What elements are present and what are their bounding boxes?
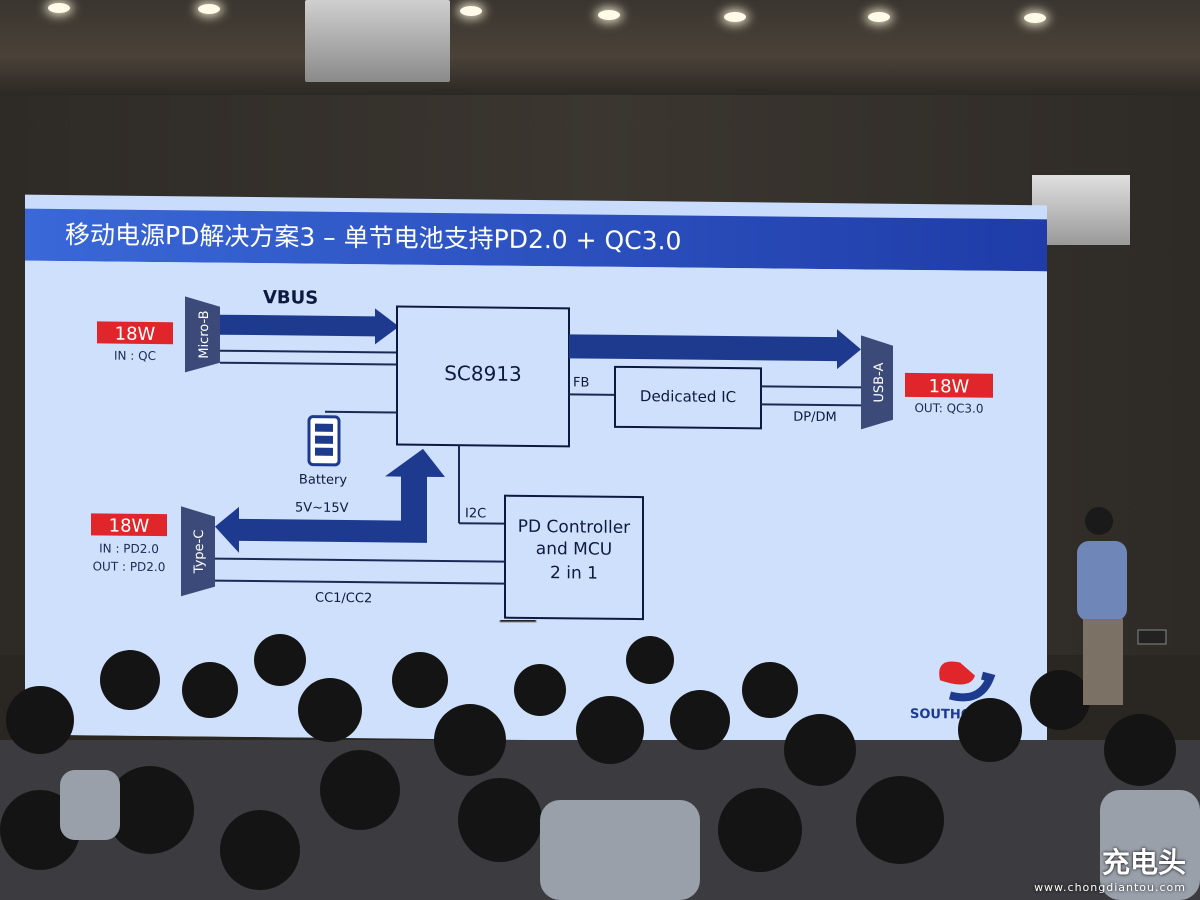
dpdm-label: DP/DM [793,410,836,425]
type-c-power-badge [91,513,167,537]
typec-arrow [215,448,445,553]
ceiling-light [868,12,890,22]
type-c-power: 18W [109,516,150,537]
projection-screen: 移动电源PD解决方案3 – 单节电池支持PD2.0 + QC3.0 Micro-… [25,194,1047,746]
block-diagram: Micro-B 18W IN : QC VBUS SC8913 FB Dedic… [91,287,996,723]
audience-shirts [60,770,1200,900]
pd-controller-line-3: 2 in 1 [550,563,598,584]
fb-label: FB [573,375,589,390]
raised-phone [1137,629,1167,645]
micro-b-line [220,349,397,354]
ceiling [0,0,1200,95]
typec-line [215,557,505,563]
watermark: 充电头 www.chongdiantou.com [1034,841,1186,894]
micro-b-mode: IN : QC [114,349,156,363]
pd-controller-box [504,494,644,621]
sc8913-chip [396,305,570,448]
southchip-logo-icon [939,661,975,685]
ceiling-light [198,4,220,14]
typec-line [215,579,505,585]
ceiling-light [460,6,482,16]
ceiling-light [1024,13,1046,23]
speaker [1077,507,1127,705]
type-c-mode-out: OUT : PD2.0 [93,559,166,574]
dpdm-line [761,403,861,407]
dpdm-line [761,385,861,389]
battery-label: Battery [299,473,347,489]
pd-controller-line-2: and MCU [536,539,612,560]
type-c-label: Type-C [192,530,207,575]
micro-b-label: Micro-B [197,310,212,359]
dedicated-ic-label: Dedicated IC [640,387,736,406]
pd-controller-line-1: PD Controller [518,517,630,538]
vbus-label: VBUS [263,287,318,309]
micro-b-port [185,296,220,373]
battery-line [325,410,397,414]
cc-label: CC1/CC2 [315,591,372,607]
micro-b-power: 18W [115,324,156,345]
usb-a-power-badge [905,372,993,398]
side-projector [1032,175,1130,245]
usb-a-label: USB-A [872,362,887,402]
audience [0,620,1200,900]
battery-cell [315,423,333,432]
voltage-label: 5V~15V [295,500,349,516]
ceiling-projector [305,0,450,82]
type-c-port [181,506,215,597]
watermark-brand: 充电头 [1101,846,1186,879]
usb-a-power: 18W [929,376,970,397]
usb-a-mode: OUT: QC3.0 [914,401,983,416]
battery-cell [315,435,333,444]
micro-b-power-badge [97,321,173,345]
type-c-mode-in: IN : PD2.0 [99,541,159,556]
battery-cell [315,447,333,456]
ceiling-light [48,3,70,13]
usb-a-port [861,335,893,430]
dedicated-ic-box [614,365,762,430]
raised-phone [499,620,537,623]
southchip-logo-icon [948,671,996,702]
ceiling-light [724,12,746,22]
vbus-arrow [220,308,399,345]
i2c-label: I2C [465,506,486,521]
micro-b-line [220,361,397,366]
watermark-url: www.chongdiantou.com [1034,881,1186,894]
sc8913-label: SC8913 [444,361,522,386]
slide-diagram: Micro-B 18W IN : QC VBUS SC8913 FB Dedic… [25,260,1047,746]
ceiling-light [598,10,620,20]
output-arrow [569,329,861,370]
